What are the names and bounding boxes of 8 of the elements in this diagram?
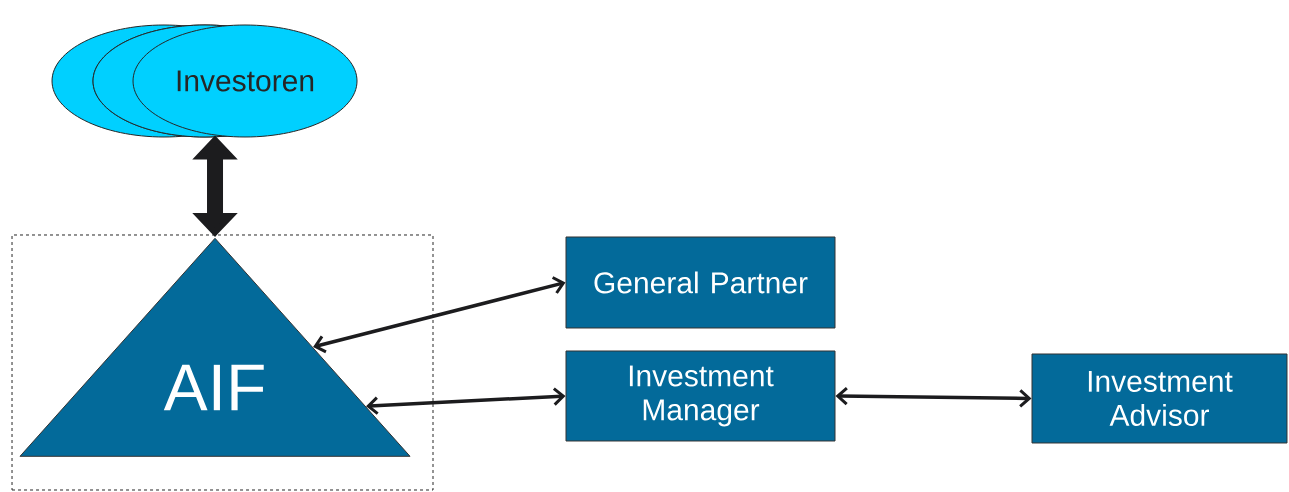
arrow xyxy=(313,276,566,354)
process-box: General Partner xyxy=(565,236,836,329)
arrow xyxy=(366,387,566,415)
process-box: Investment Manager xyxy=(565,350,836,442)
fund-triangle: AIF xyxy=(19,237,411,457)
arrow xyxy=(835,387,1032,408)
process-box: Investment Advisor xyxy=(1031,353,1288,444)
dashed-frame xyxy=(11,234,434,491)
